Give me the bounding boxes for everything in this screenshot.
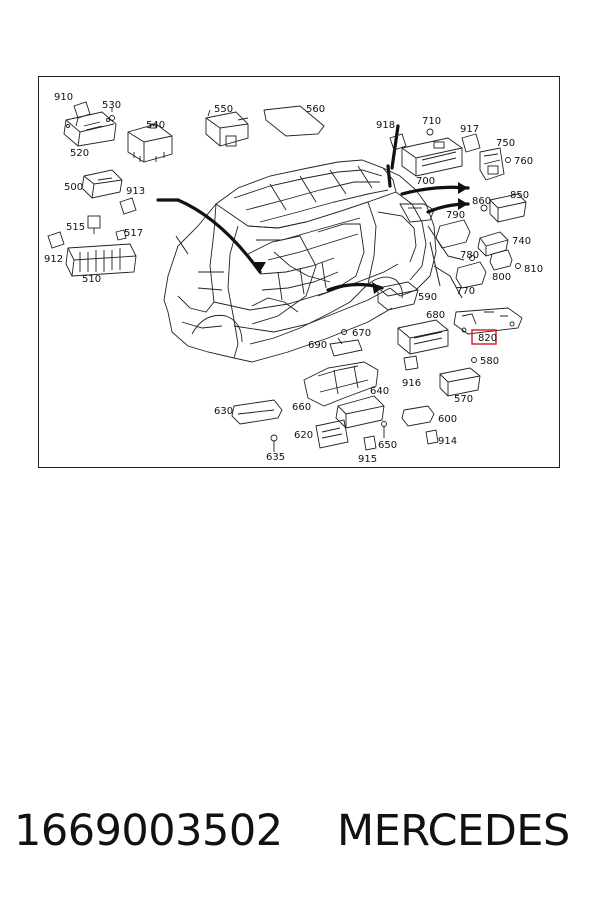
part-917-connector xyxy=(461,133,481,153)
part-918-connector xyxy=(389,133,407,151)
label-913: 913 xyxy=(126,186,145,197)
parts-diagram: 910 530 540 550 560 520 918 710 917 750 … xyxy=(44,92,543,465)
label-600: 600 xyxy=(438,414,457,425)
label-520: 520 xyxy=(70,148,89,159)
part-912-connector xyxy=(47,231,65,249)
label-530: 530 xyxy=(102,100,121,111)
part-560-panel xyxy=(263,105,325,137)
label-670: 670 xyxy=(352,328,371,339)
part-530-grommet xyxy=(109,108,115,121)
part-810-nut xyxy=(515,263,521,269)
label-810: 810 xyxy=(524,264,543,275)
part-914-connector xyxy=(425,429,439,445)
label-915: 915 xyxy=(358,454,377,465)
part-620-module xyxy=(315,419,349,449)
part-820-highlight xyxy=(471,329,497,345)
part-913-connector xyxy=(119,197,137,215)
part-570-module xyxy=(439,367,481,397)
label-635: 635 xyxy=(266,452,285,463)
label-510: 510 xyxy=(82,274,101,285)
label-700: 700 xyxy=(416,176,435,187)
part-670-grommet xyxy=(341,329,347,335)
part-650-bolt xyxy=(381,421,387,438)
part-520-module xyxy=(63,111,117,147)
label-912: 912 xyxy=(44,254,63,265)
part-500-module xyxy=(81,169,123,199)
brand-name: MERCEDES xyxy=(337,806,570,856)
part-780-grommet xyxy=(469,255,475,261)
part-750-bracket xyxy=(479,147,505,181)
label-517: 517 xyxy=(124,228,143,239)
part-820-bracket xyxy=(453,307,523,335)
car-body-illustration xyxy=(163,159,437,363)
part-600-sensor xyxy=(401,405,435,427)
label-918: 918 xyxy=(376,120,395,131)
label-540: 540 xyxy=(146,120,165,131)
label-820: 820 xyxy=(478,333,497,344)
label-780: 780 xyxy=(460,250,479,261)
arrow-heads xyxy=(252,182,468,294)
label-630: 630 xyxy=(214,406,233,417)
part-660-bracket xyxy=(303,361,379,407)
leader-lines xyxy=(175,225,465,299)
part-590-module xyxy=(377,281,419,311)
label-550: 550 xyxy=(214,104,233,115)
part-635-bolt xyxy=(270,434,278,452)
label-680: 680 xyxy=(426,310,445,321)
part-790-cover xyxy=(435,219,471,249)
label-515: 515 xyxy=(66,222,85,233)
label-790: 790 xyxy=(446,210,465,221)
part-540-box xyxy=(127,123,173,163)
part-860-grommet xyxy=(480,204,488,212)
part-916-connector xyxy=(403,355,419,371)
part-number: 1669003502 xyxy=(14,806,283,856)
label-740: 740 xyxy=(512,236,531,247)
part-910-connector xyxy=(73,101,91,127)
part-850-module xyxy=(489,193,527,223)
part-680-ecu xyxy=(397,319,449,355)
part-630-module xyxy=(231,399,283,425)
label-690: 690 xyxy=(308,340,327,351)
part-550-module xyxy=(205,109,249,147)
label-850: 850 xyxy=(510,190,529,201)
label-710: 710 xyxy=(422,116,441,127)
part-740-module xyxy=(477,231,509,257)
diagram-frame xyxy=(38,76,560,468)
label-570: 570 xyxy=(454,394,473,405)
label-500: 500 xyxy=(64,182,83,193)
part-700-ecu xyxy=(401,137,463,177)
label-660: 660 xyxy=(292,402,311,413)
part-515-relay xyxy=(87,215,101,234)
label-914: 914 xyxy=(438,436,457,447)
label-640: 640 xyxy=(370,386,389,397)
part-580-grommet xyxy=(471,357,477,363)
part-710-grommet xyxy=(426,128,434,136)
label-580: 580 xyxy=(480,356,499,367)
part-510-fusebox xyxy=(65,243,137,277)
part-690-bracket xyxy=(329,337,363,357)
label-917: 917 xyxy=(460,124,479,135)
part-770-module xyxy=(455,261,487,289)
label-910: 910 xyxy=(54,92,73,103)
label-560: 560 xyxy=(306,104,325,115)
label-590: 590 xyxy=(418,292,437,303)
part-760-grommet xyxy=(505,157,511,163)
label-760: 760 xyxy=(514,156,533,167)
label-750: 750 xyxy=(496,138,515,149)
part-915-connector xyxy=(363,435,377,451)
label-650: 650 xyxy=(378,440,397,451)
label-800: 800 xyxy=(492,272,511,283)
label-620: 620 xyxy=(294,430,313,441)
label-770: 770 xyxy=(456,286,475,297)
label-916: 916 xyxy=(402,378,421,389)
part-517-clip xyxy=(115,229,127,241)
part-640-module xyxy=(335,395,385,429)
part-800-sensor xyxy=(489,249,513,271)
part-labels: 910 530 540 550 560 520 918 710 917 750 … xyxy=(44,92,543,465)
label-860: 860 xyxy=(472,196,491,207)
